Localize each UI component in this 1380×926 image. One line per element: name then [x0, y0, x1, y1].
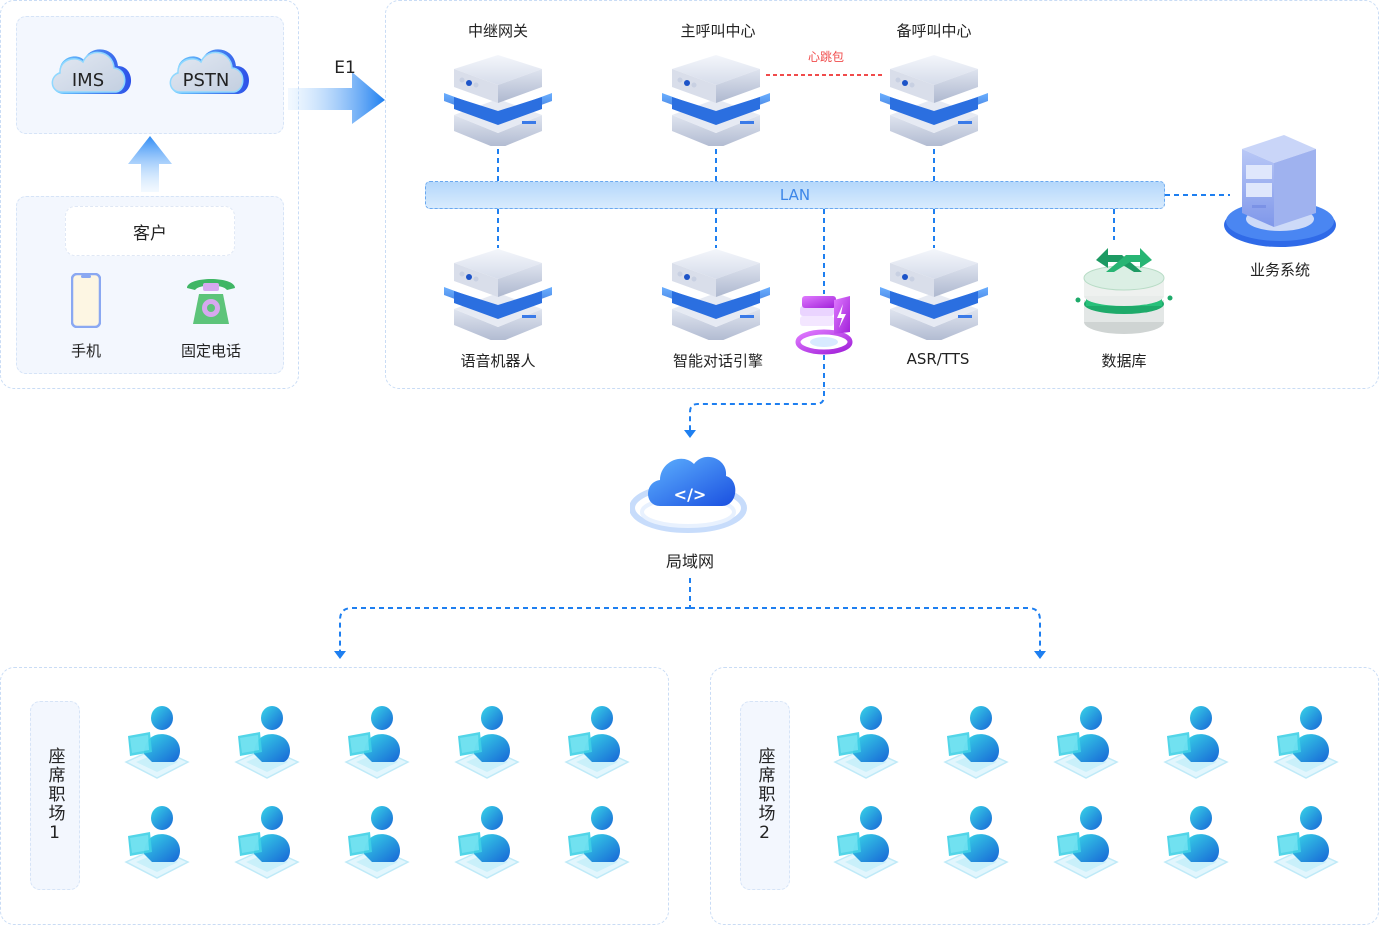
- arrowhead-localnet: [684, 430, 696, 438]
- trunk-gateway-label: 中继网关: [467, 22, 529, 40]
- landline-phone-icon: [187, 279, 235, 324]
- business-server-icon: [1224, 135, 1336, 247]
- pstn-label: PSTN: [182, 70, 230, 91]
- agent-icon: [1271, 704, 1341, 784]
- agent-seat: [813, 700, 923, 800]
- customer-panel: [0, 0, 299, 389]
- agent-seat: [324, 800, 434, 900]
- agent-seat: [434, 800, 544, 900]
- agent-icon: [941, 704, 1011, 784]
- agent-seat: [1033, 700, 1143, 800]
- customer-label-box: 客户: [65, 206, 235, 256]
- agent-icon: [562, 804, 632, 884]
- agent-icon: [342, 704, 412, 784]
- connector-to-seat-1: [339, 607, 690, 652]
- seat-area-2-label-box: 座席职场2: [740, 701, 790, 890]
- server-icon: [878, 244, 990, 340]
- seat-area-1-agents: [104, 700, 654, 900]
- core-system-panel: [385, 0, 1379, 389]
- agent-icon: [122, 704, 192, 784]
- lightning-gateway-icon: [795, 296, 853, 355]
- business-system-label: 业务系统: [1249, 261, 1311, 279]
- agent-seat: [324, 700, 434, 800]
- seat-area-2-agents: [813, 700, 1363, 900]
- agent-icon: [232, 704, 302, 784]
- agent-seat: [544, 800, 654, 900]
- database-switch-icon: [1075, 248, 1173, 334]
- agent-seat: [1143, 700, 1253, 800]
- agent-icon: [1051, 704, 1121, 784]
- seat-area-2-panel: [710, 667, 1379, 925]
- agent-seat: [104, 700, 214, 800]
- agent-seat: [104, 800, 214, 900]
- agent-icon: [122, 804, 192, 884]
- server-icon: [442, 244, 554, 340]
- connector-to-seat-2: [690, 607, 1041, 652]
- agent-seat: [434, 700, 544, 800]
- agent-icon: [232, 804, 302, 884]
- seat-area-1-label: 座席职场1: [44, 746, 65, 845]
- server-icon: [442, 50, 554, 146]
- ims-label: IMS: [71, 70, 105, 91]
- agent-seat: [1143, 800, 1253, 900]
- agent-icon: [831, 704, 901, 784]
- e1-arrow-icon: [288, 72, 385, 124]
- lan-label: LAN: [779, 186, 811, 204]
- asr-tts-label: ASR/TTS: [906, 350, 970, 368]
- primary-call-center-label: 主呼叫中心: [680, 22, 756, 40]
- agent-icon: [1161, 704, 1231, 784]
- agent-seat: [923, 800, 1033, 900]
- landline-phone-label: 固定电话: [180, 342, 242, 360]
- mobile-phone-icon: [71, 273, 101, 328]
- server-icon: [660, 50, 772, 146]
- seat-area-1-label-box: 座席职场1: [30, 701, 80, 890]
- agent-icon: [1271, 804, 1341, 884]
- database-label: 数据库: [1101, 352, 1147, 370]
- seat-area-1-panel: [0, 667, 669, 925]
- agent-icon: [452, 804, 522, 884]
- agent-icon: [1161, 804, 1231, 884]
- agent-seat: [813, 800, 923, 900]
- arrowhead-seat-1: [334, 651, 346, 659]
- e1-label: E1: [334, 58, 356, 78]
- agent-seat: [1033, 800, 1143, 900]
- agent-seat: [544, 700, 654, 800]
- server-icon: [878, 50, 990, 146]
- arrowhead-seat-2: [1034, 651, 1046, 659]
- mobile-phone-label: 手机: [70, 342, 102, 360]
- code-cloud-icon: </>: [630, 456, 747, 533]
- backup-call-center-label: 备呼叫中心: [896, 22, 972, 40]
- agent-seat: [214, 800, 324, 900]
- local-network-label: 局域网: [665, 552, 715, 571]
- agent-seat: [1253, 800, 1363, 900]
- heartbeat-label: 心跳包: [807, 50, 845, 64]
- agent-icon: [342, 804, 412, 884]
- agent-icon: [941, 804, 1011, 884]
- agent-seat: [1253, 700, 1363, 800]
- agent-icon: [831, 804, 901, 884]
- svg-text:</>: </>: [674, 485, 707, 504]
- voice-robot-label: 语音机器人: [460, 352, 536, 370]
- agent-seat: [214, 700, 324, 800]
- customer-label: 客户: [133, 223, 167, 244]
- dialog-engine-label: 智能对话引擎: [672, 352, 764, 370]
- lan-bar: LAN: [425, 181, 1165, 209]
- agent-icon: [452, 704, 522, 784]
- seat-area-2-label: 座席职场2: [754, 746, 775, 845]
- agent-icon: [1051, 804, 1121, 884]
- agent-seat: [923, 700, 1033, 800]
- server-icon: [660, 244, 772, 340]
- agent-icon: [562, 704, 632, 784]
